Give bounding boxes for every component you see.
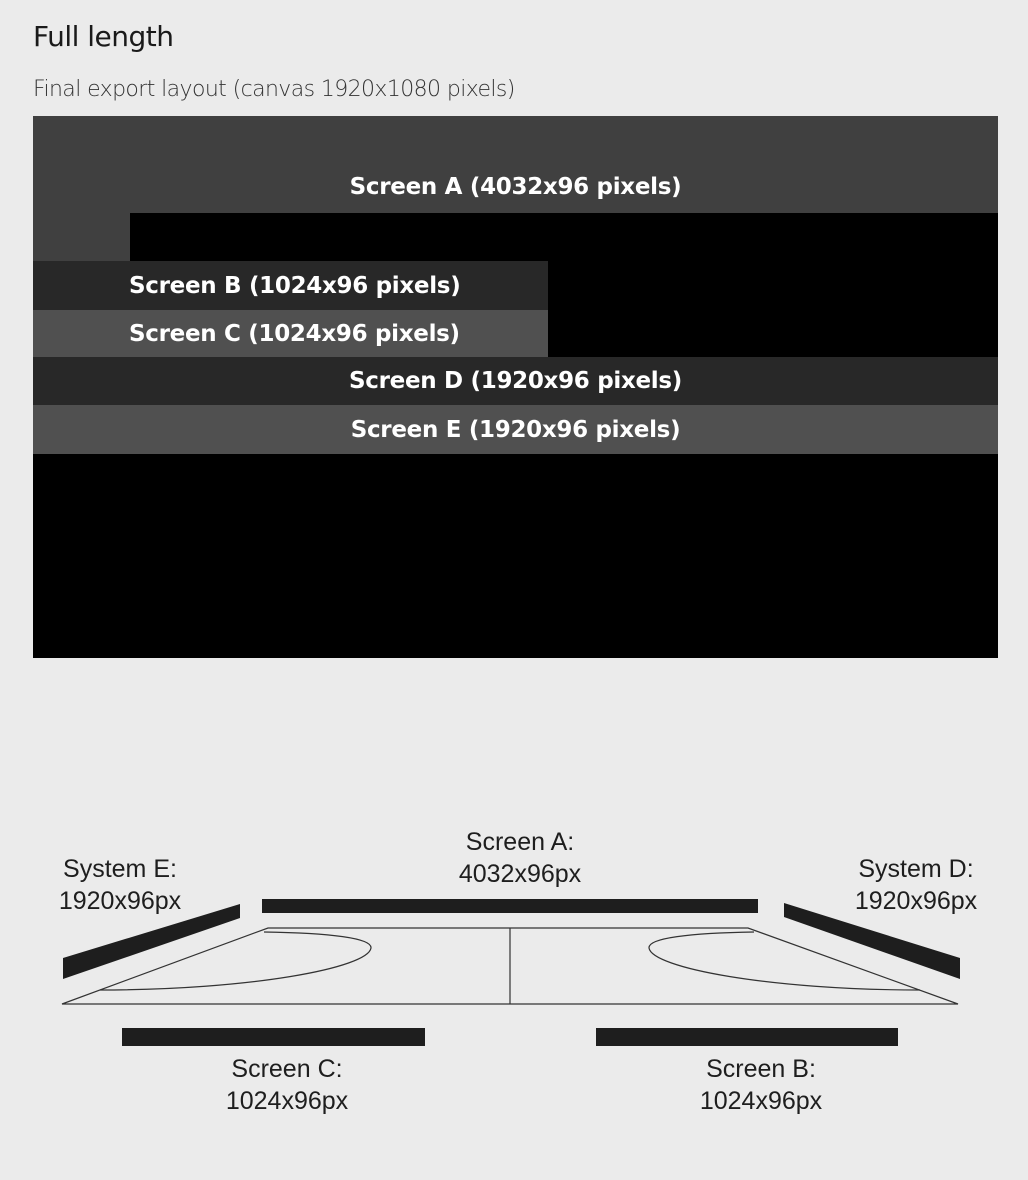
caption-name: Screen A: <box>465 828 575 856</box>
screen-a-label: Screen A (4032x96 pixels) <box>349 173 682 200</box>
screen-c-label: Screen C (1024x96 pixels) <box>129 320 460 347</box>
system-e-bar <box>63 904 240 979</box>
screen-b-band: Screen B (1024x96 pixels) <box>33 261 548 310</box>
page-subtitle: Final export layout (canvas 1920x1080 pi… <box>33 77 515 102</box>
screen-e-label: Screen E (1920x96 pixels) <box>350 416 681 443</box>
caption-size: 1024x96px <box>699 1087 823 1115</box>
screen-a-caption: Screen A: 4032x96px <box>410 826 630 890</box>
screen-d-label: Screen D (1920x96 pixels) <box>349 368 682 394</box>
caption-size: 1920x96px <box>854 887 978 915</box>
screen-d-band: Screen D (1920x96 pixels) <box>33 357 998 405</box>
caption-name: System E: <box>63 855 177 883</box>
system-e-caption: System E: 1920x96px <box>20 853 220 917</box>
court-outline <box>61 927 959 1005</box>
caption-size: 1920x96px <box>58 887 182 915</box>
court-right-arc <box>648 931 921 991</box>
screen-c-bar <box>122 1028 425 1046</box>
screen-a-band: Screen A (4032x96 pixels) <box>33 116 998 213</box>
page-title: Full length <box>33 20 174 53</box>
screen-c-caption: Screen C: 1024x96px <box>187 1053 387 1117</box>
caption-size: 1024x96px <box>225 1087 349 1115</box>
screen-c-band: Screen C (1024x96 pixels) <box>33 310 548 357</box>
caption-name: Screen B: <box>706 1055 816 1083</box>
screen-b-caption: Screen B: 1024x96px <box>661 1053 861 1117</box>
caption-name: Screen C: <box>231 1055 343 1083</box>
court-left-arc <box>99 931 372 991</box>
screen-b-label: Screen B (1024x96 pixels) <box>129 272 461 299</box>
caption-size: 4032x96px <box>458 860 582 888</box>
system-d-bar <box>784 903 960 979</box>
export-canvas: Screen A (4032x96 pixels) Screen B (1024… <box>33 116 998 658</box>
screen-a-bar <box>262 899 758 913</box>
system-d-caption: System D: 1920x96px <box>816 853 1016 917</box>
caption-name: System D: <box>858 855 974 883</box>
screen-b-bar <box>596 1028 898 1046</box>
screen-e-band: Screen E (1920x96 pixels) <box>33 405 998 454</box>
screen-a-wrap-strip <box>33 213 130 261</box>
